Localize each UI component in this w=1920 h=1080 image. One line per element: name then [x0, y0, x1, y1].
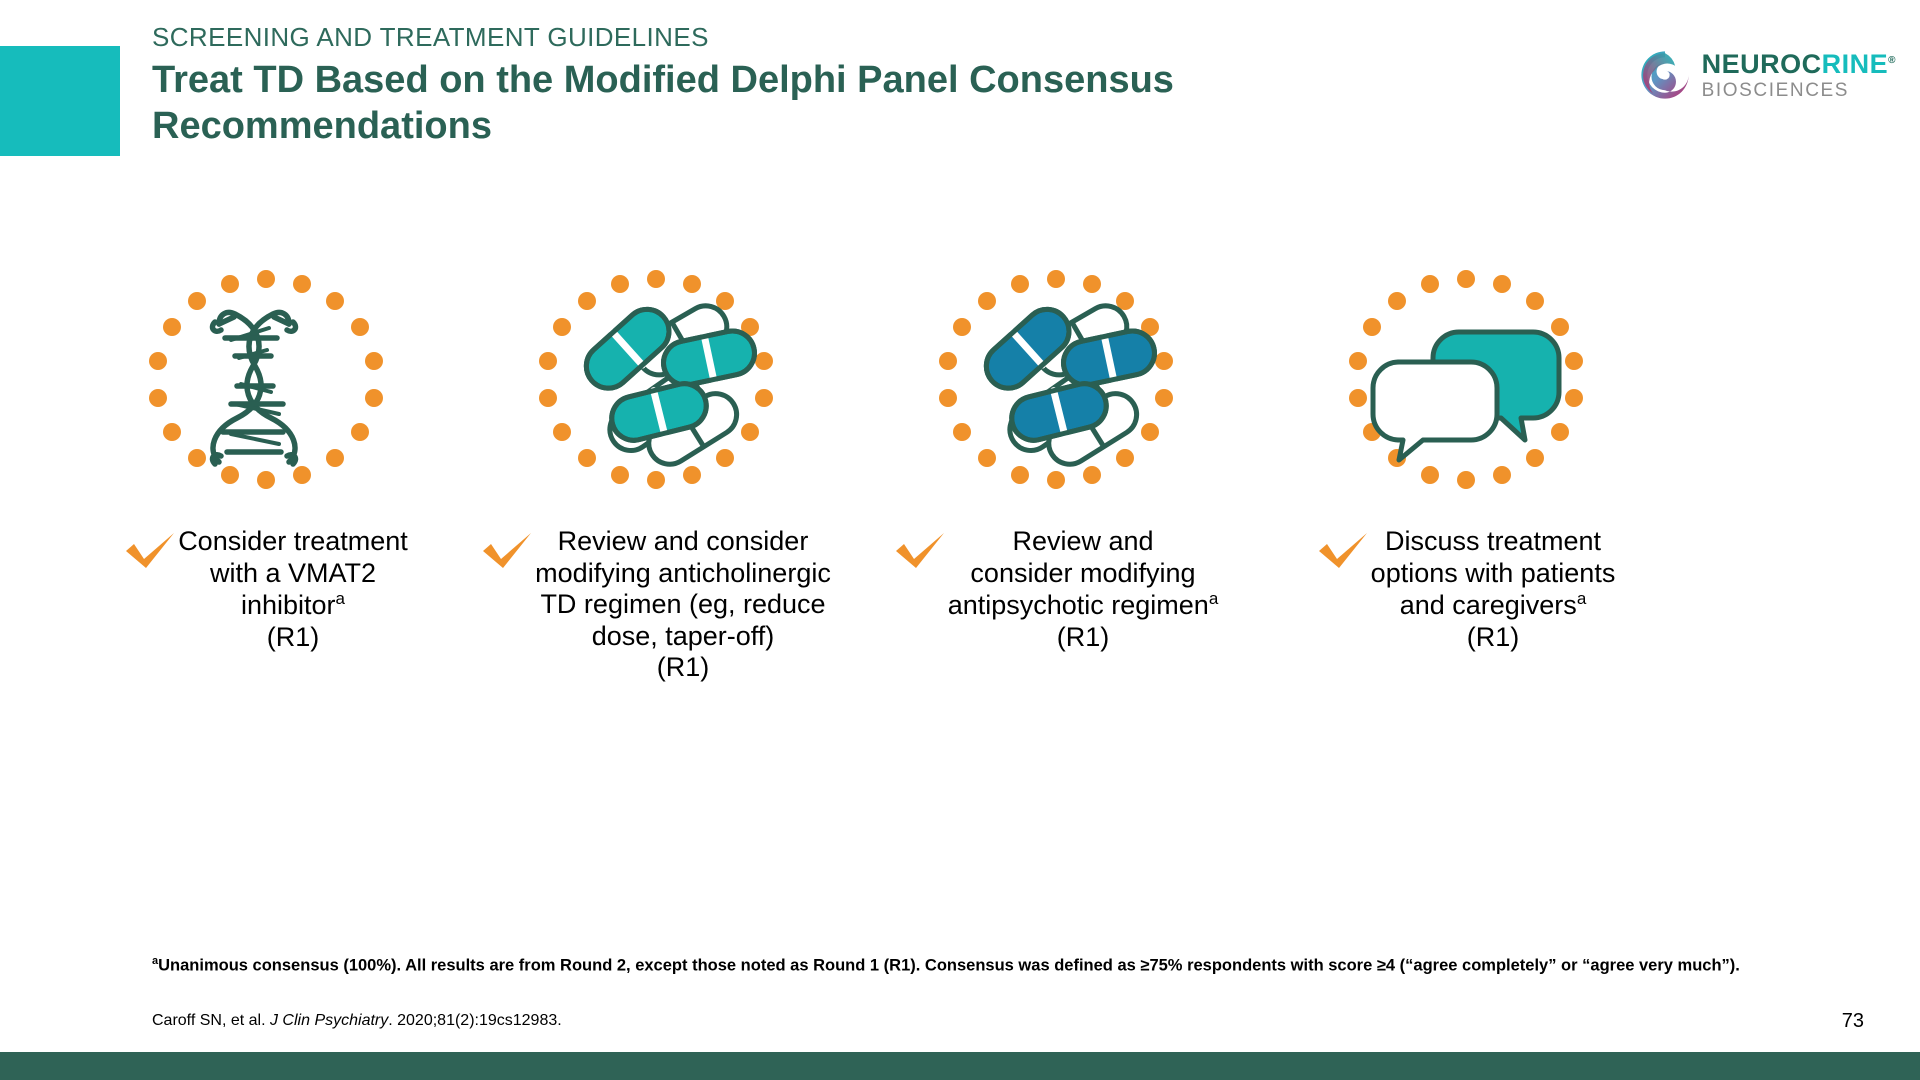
recommendation-text-1: Consider treatment with a VMAT2 inhibito…	[178, 526, 408, 653]
recommendation-text-2: Review and consider modifying anticholin…	[535, 526, 831, 684]
orange-checkmark-icon	[1317, 532, 1371, 572]
recommendation-label-1: Consider treatment with a VMAT2 inhibito…	[66, 526, 466, 653]
orange-checkmark-icon	[481, 532, 535, 572]
recommendation-column-4: Discuss treatment options with patients …	[1266, 262, 1666, 684]
dna-helix-icon	[141, 262, 391, 512]
citation-journal: J Clin Psychiatry	[269, 1012, 389, 1029]
recommendation-column-3: Review and consider modifying antipsycho…	[856, 262, 1256, 684]
rec3-round: (R1)	[1056, 621, 1110, 652]
recommendation-label-3: Review and consider modifying antipsycho…	[856, 526, 1256, 653]
rec4-round: (R1)	[1466, 621, 1520, 652]
rec1-line2: with a VMAT2	[209, 557, 377, 588]
recommendation-text-4: Discuss treatment options with patients …	[1371, 526, 1616, 653]
rec3-line3: antipsychotic regimen	[947, 590, 1209, 621]
rec4-footnote-marker: a	[1576, 589, 1587, 609]
recommendation-column-1: Consider treatment with a VMAT2 inhibito…	[66, 262, 466, 684]
neurocrine-logo: NEUROCRINE® BIOSCIENCES	[1638, 48, 1896, 102]
citation-authors: Caroff SN, et al.	[152, 1012, 270, 1029]
citation-details: . 2020;81(2):19cs12983.	[388, 1012, 562, 1029]
logo-subtitle: BIOSCIENCES	[1701, 79, 1850, 101]
footer-bar	[0, 1052, 1920, 1080]
title-accent-block	[0, 46, 120, 156]
rec3-line1: Review and	[1012, 526, 1154, 556]
rec1-round: (R1)	[266, 621, 320, 652]
footnote-marker: a	[152, 955, 159, 967]
speech-bubbles-icon	[1341, 262, 1591, 512]
rec4-line3: and caregivers	[1399, 590, 1577, 621]
orange-checkmark-icon	[894, 532, 948, 572]
rec1-footnote-marker: a	[335, 589, 345, 609]
recommendation-label-4: Discuss treatment options with patients …	[1266, 526, 1666, 653]
page-title: Treat TD Based on the Modified Delphi Pa…	[152, 59, 1174, 147]
recommendation-columns: Consider treatment with a VMAT2 inhibito…	[0, 262, 1920, 684]
rec3-footnote-marker: a	[1208, 589, 1219, 609]
rec2-line2: modifying anticholinergic	[535, 557, 831, 588]
rec4-line2: options with patients	[1370, 557, 1616, 588]
recommendation-label-2: Review and consider modifying anticholin…	[456, 526, 856, 684]
rec1-line1: Consider treatment	[178, 526, 408, 556]
footnote: aUnanimous consensus (100%). All results…	[152, 954, 1852, 978]
recommendation-column-2: Review and consider modifying anticholin…	[456, 262, 856, 684]
page-number: 73	[1841, 1010, 1864, 1032]
rec2-line4: dose, taper-off)	[591, 620, 775, 651]
recommendation-text-3: Review and consider modifying antipsycho…	[948, 526, 1219, 653]
citation: Caroff SN, et al. J Clin Psychiatry. 202…	[152, 1012, 562, 1030]
teal-capsules-icon	[531, 262, 781, 512]
rec3-line2: consider modifying	[970, 557, 1196, 588]
rec2-line3: TD regimen (eg, reduce	[540, 589, 826, 620]
rec4-line1: Discuss treatment	[1384, 526, 1602, 556]
logo-wordmark: NEUROCRINE®	[1701, 48, 1896, 79]
rec1-line3: inhibitor	[240, 590, 336, 621]
orange-checkmark-icon	[124, 532, 178, 572]
logo-wordmark-part2: RINE	[1821, 48, 1889, 79]
blue-capsules-icon	[931, 262, 1181, 512]
rec2-line1: Review and consider	[557, 526, 809, 556]
rec2-round: (R1)	[656, 652, 710, 683]
footnote-text: Unanimous consensus (100%). All results …	[158, 956, 1740, 975]
neurocrine-swirl-icon	[1638, 48, 1692, 102]
logo-wordmark-part1: NEUROC	[1701, 48, 1822, 79]
eyebrow-label: SCREENING AND TREATMENT GUIDELINES	[152, 22, 709, 52]
logo-registered-mark: ®	[1888, 54, 1896, 66]
